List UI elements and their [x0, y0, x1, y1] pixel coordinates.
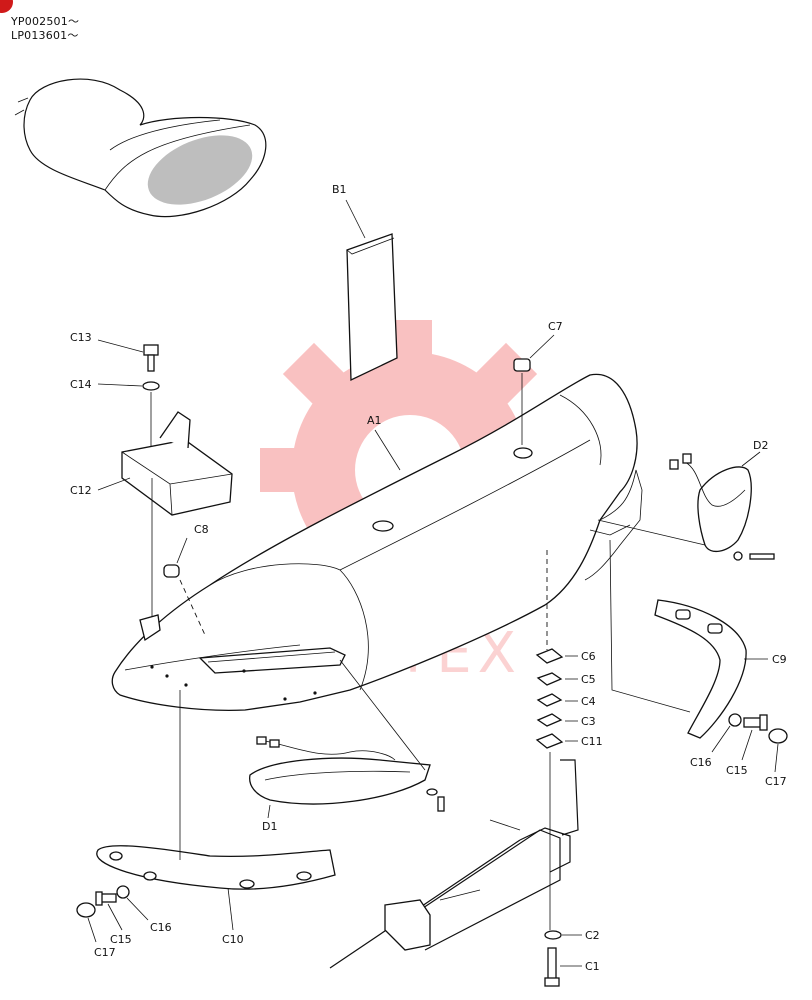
part-c16-washer-left: C16 — [116, 885, 172, 934]
label-c9: C9 — [772, 653, 787, 666]
label-b1: B1 — [332, 183, 347, 196]
part-c15-bolt-right: C15 — [726, 714, 768, 777]
part-b1-pad: B1 — [332, 183, 398, 382]
label-c15-right: C15 — [726, 764, 748, 777]
label-c3: C3 — [581, 715, 596, 728]
label-c1: C1 — [585, 960, 600, 973]
label-c6: C6 — [581, 650, 596, 663]
label-c16-left: C16 — [150, 921, 172, 934]
part-c15-bolt-left: C15 — [95, 891, 132, 946]
label-c7: C7 — [548, 320, 563, 333]
label-c2: C2 — [585, 929, 600, 942]
label-c17-left: C17 — [94, 946, 116, 959]
label-c8: C8 — [194, 523, 209, 536]
serial-range-2: LP013601～ — [11, 29, 79, 42]
part-a1-cover: A1 — [111, 373, 643, 711]
part-c1-bolt: C1 — [544, 947, 600, 987]
part-c16-washer-right: C16 — [690, 713, 742, 769]
label-c16-right: C16 — [690, 756, 712, 769]
part-c13-bolt: C13 — [70, 331, 159, 372]
part-mount-stack: C6 C5 C4 C3 C11 — [535, 550, 603, 930]
label-c11: C11 — [581, 735, 603, 748]
part-c14-washer: C14 — [70, 378, 160, 450]
seat-thumbnail — [14, 78, 267, 218]
part-c8-grommet: C8 — [163, 523, 209, 636]
chassis-frame — [329, 759, 579, 969]
label-c4: C4 — [581, 695, 596, 708]
label-c5: C5 — [581, 673, 596, 686]
label-a1: A1 — [367, 414, 382, 427]
label-d2: D2 — [753, 439, 768, 452]
part-c17-cap-right: C17 — [765, 728, 788, 788]
part-c17-cap-left: C17 — [76, 902, 116, 959]
label-c17-right: C17 — [765, 775, 787, 788]
part-c9-bracket: C9 — [609, 539, 787, 739]
serial-range-1: YP002501～ — [11, 15, 80, 28]
label-c13: C13 — [70, 331, 92, 344]
part-d2-lamp: D2 — [597, 439, 775, 561]
corner-badge-icon — [0, 0, 13, 13]
label-d1: D1 — [262, 820, 277, 833]
part-c12-bracket: C12 — [70, 411, 233, 642]
label-c14: C14 — [70, 378, 92, 391]
label-c10: C10 — [222, 933, 244, 946]
label-c12: C12 — [70, 484, 92, 497]
part-d1-lamp: D1 — [249, 659, 445, 833]
part-c10-bracket: C10 — [96, 690, 336, 946]
part-c2-washer: C2 — [544, 929, 600, 942]
part-c7-plug: C7 — [513, 320, 563, 445]
label-c15-left: C15 — [110, 933, 132, 946]
